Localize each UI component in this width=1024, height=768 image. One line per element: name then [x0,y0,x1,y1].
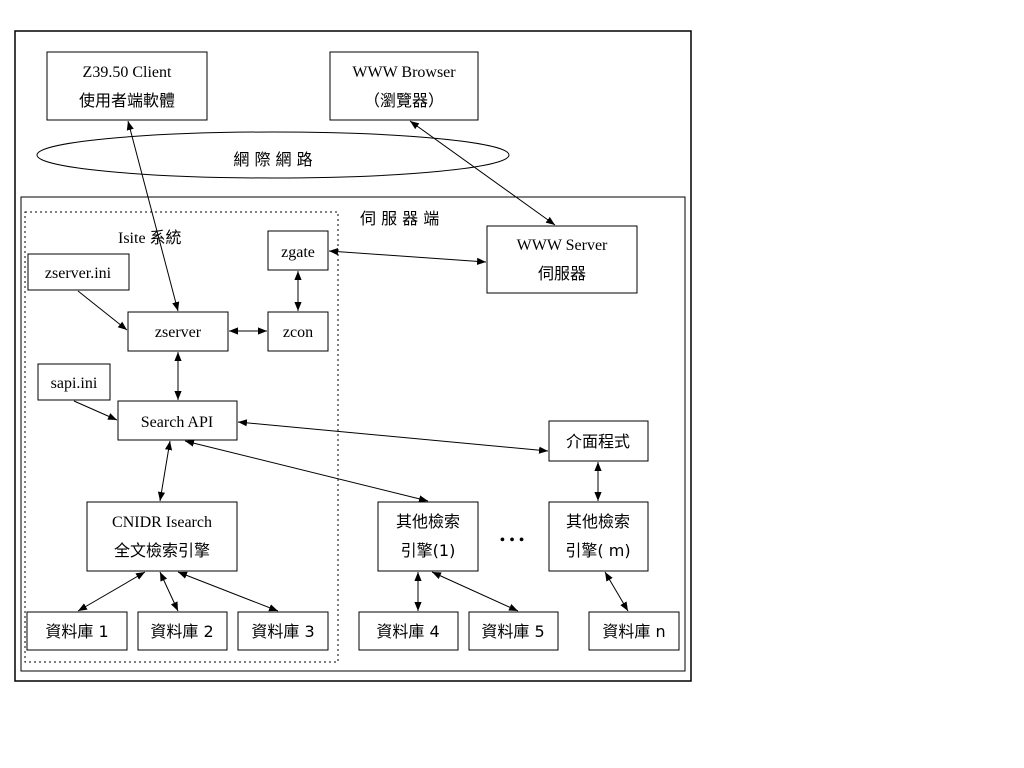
other-engine-1-title: 其他檢索 [396,512,460,531]
www-server-subtitle: 伺服器 [538,264,586,283]
z3950-client-title: Z39.50 Client [83,64,172,81]
zgate-box: zgate [267,230,329,271]
isite-system-region [24,211,339,663]
other-engine-1-subtitle: 引擎(1) [401,541,456,560]
zgate-label: zgate [281,244,315,261]
search-api-label: Search API [141,414,213,431]
isite-system-label: Isite 系統 [118,229,182,247]
database-5-label: 資料庫 5 [481,622,544,641]
www-browser-box: WWW Browser （瀏覽器） [329,51,479,121]
other-engine-1-box: 其他檢索 引擎(1) [377,501,479,572]
database-1-box: 資料庫 1 [26,611,128,651]
z3950-client-subtitle: 使用者端軟體 [79,91,175,110]
arrow-browser-wwwserver [409,120,556,226]
cnidr-isearch-box: CNIDR Isearch 全文檢索引擎 [86,501,238,572]
other-engine-m-title: 其他檢索 [566,512,630,531]
database-3-box: 資料庫 3 [237,611,329,651]
database-n-label: 資料庫 n [602,622,665,641]
arrow-cnidr-db3 [177,571,279,612]
database-3-label: 資料庫 3 [251,622,314,641]
zserver-box: zserver [127,311,229,352]
zserver-label: zserver [155,324,202,341]
www-browser-title: WWW Browser [352,64,456,81]
other-engine-m-box: 其他檢索 引擎( m) [548,501,649,572]
database-4-box: 資料庫 4 [358,611,459,651]
database-2-label: 資料庫 2 [150,622,213,641]
arrow-searchapi-cnidr [157,440,173,502]
interface-program-label: 介面程式 [566,432,630,451]
arrow-zgate-wwwserver [328,248,487,265]
arrow-sapiini-searchapi [73,400,118,421]
zcon-box: zcon [267,311,329,352]
arrow-cnidr-db2 [159,571,179,612]
arrow-cnidr-db1 [77,571,146,612]
arrow-engine1-db5 [431,571,519,612]
www-server-box: WWW Server 伺服器 [486,225,638,294]
arrow-searchapi-interface [237,419,549,454]
cnidr-isearch-title: CNIDR Isearch [112,514,212,531]
server-side-region [20,196,686,672]
search-api-box: Search API [117,400,238,441]
arrow-searchapi-engine1 [184,439,429,503]
outer-frame [14,30,692,682]
zserver-ini-label: zserver.ini [45,265,112,282]
z3950-client-box: Z39.50 Client 使用者端軟體 [46,51,208,121]
server-side-label: 伺 服 器 端 [360,209,439,228]
cnidr-isearch-subtitle: 全文檢索引擎 [114,541,210,560]
arrow-enginem-dbn [604,571,629,612]
database-n-box: 資料庫 n [588,611,680,651]
zcon-label: zcon [283,324,313,341]
sapi-ini-box: sapi.ini [37,363,111,401]
www-server-title: WWW Server [517,237,608,254]
sapi-ini-label: sapi.ini [51,375,98,392]
arrow-zserverini-zserver [77,290,128,331]
database-5-box: 資料庫 5 [468,611,559,651]
ellipsis: • • • [500,532,525,549]
arrow-client-zserver [126,120,180,312]
database-1-label: 資料庫 1 [45,622,108,641]
database-2-box: 資料庫 2 [137,611,228,651]
internet-label: 網 際 網 路 [233,150,312,169]
interface-program-box: 介面程式 [548,420,649,462]
zserver-ini-box: zserver.ini [27,253,130,291]
www-browser-subtitle: （瀏覽器） [364,91,444,110]
database-4-label: 資料庫 4 [376,622,439,641]
other-engine-m-subtitle: 引擎( m) [565,541,630,560]
